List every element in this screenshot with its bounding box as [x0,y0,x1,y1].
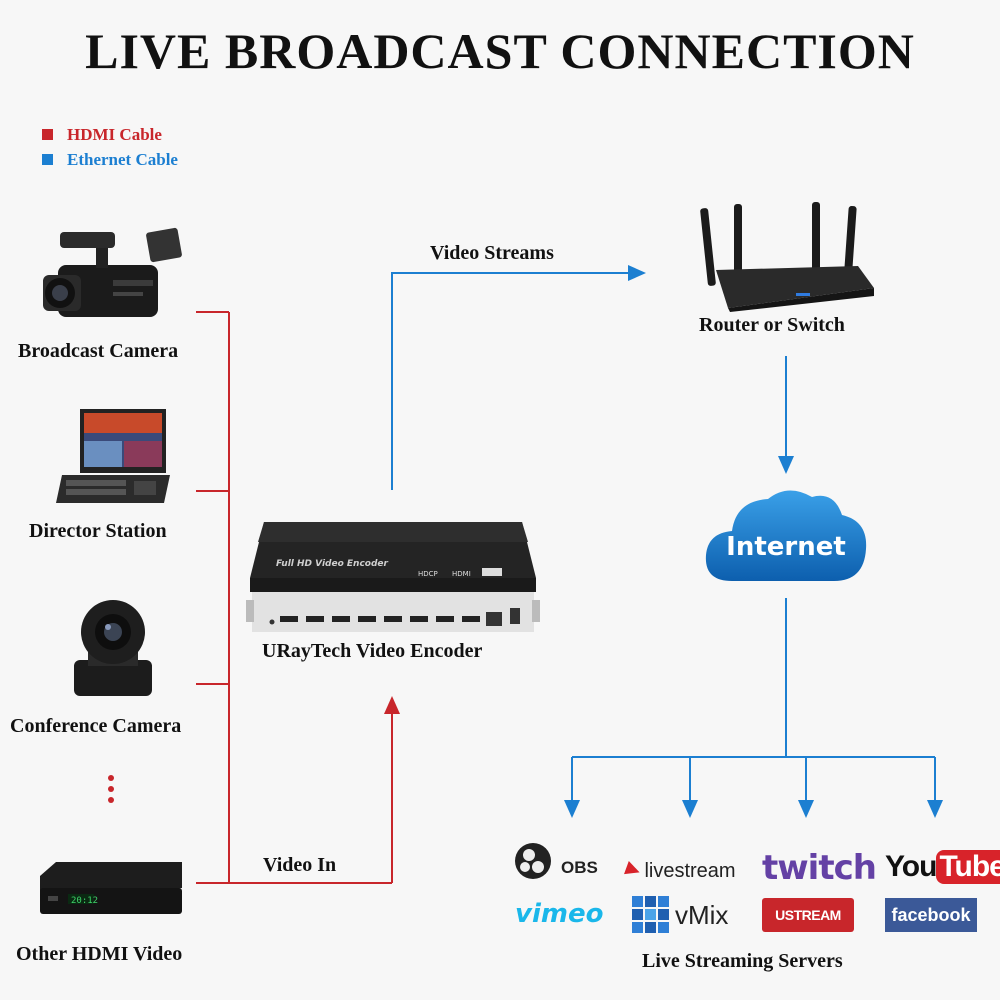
video-in-arrow [384,696,400,714]
twitch-logo: twitch [762,848,877,888]
legend-hdmi-label: HDMI Cable [67,125,162,144]
encoder-badge-hdmi: HDMI [452,570,471,578]
encoder-front-text: Full HD Video Encoder [276,559,389,569]
director-station-icon [56,409,170,503]
more-sources-dots [108,775,114,803]
stream-arrow [628,265,646,281]
director-station-label: Director Station [29,520,167,542]
obs-logo-text: OBS [561,858,598,877]
youtube-tube-text: Tube [936,850,1000,884]
obs-logo-icon [515,843,551,879]
livestream-logo: livestream [624,860,736,883]
encoder-badge-hdcp: HDCP [418,570,438,578]
encoder-label: URayTech Video Encoder [262,640,483,662]
broadcast-camera-icon [43,227,182,317]
vmix-logo-text: vMix [675,900,729,930]
video-streams-label: Video Streams [430,242,554,264]
ustream-logo: USTREAM [762,898,854,932]
ethernet-color-swatch [42,154,53,165]
hdmi-video-box-icon: 20:12 [40,862,182,914]
conference-camera-label: Conference Camera [10,715,182,737]
servers-label: Live Streaming Servers [642,950,843,972]
router-label: Router or Switch [699,314,845,336]
other-hdmi-label: Other HDMI Video [16,943,183,965]
vimeo-logo: vimeo [515,899,604,929]
youtube-you-text: You [885,850,937,883]
conference-camera-icon [74,600,152,696]
vmix-icon [632,896,669,933]
facebook-logo: facebook [885,898,977,932]
hdmi-color-swatch [42,129,53,140]
video-in-label: Video In [263,854,337,876]
legend-ethernet-label: Ethernet Cable [67,150,178,169]
internet-cloud-icon: Internet [705,490,867,581]
livestream-logo-text: livestream [644,860,736,882]
page-title: LIVE BROADCAST CONNECTION [85,23,915,79]
livestream-icon [624,861,642,879]
server-arrows [564,800,943,818]
broadcast-camera-label: Broadcast Camera [18,340,179,362]
hdmi-bus [196,311,393,884]
ethernet-lines [391,272,936,805]
internet-label: Internet [726,532,846,562]
video-encoder-device: Full HD Video Encoder HDCP HDMI [246,522,540,632]
svg-text:20:12: 20:12 [71,896,98,906]
router-to-internet-arrow [778,456,794,474]
router-icon [700,202,874,312]
